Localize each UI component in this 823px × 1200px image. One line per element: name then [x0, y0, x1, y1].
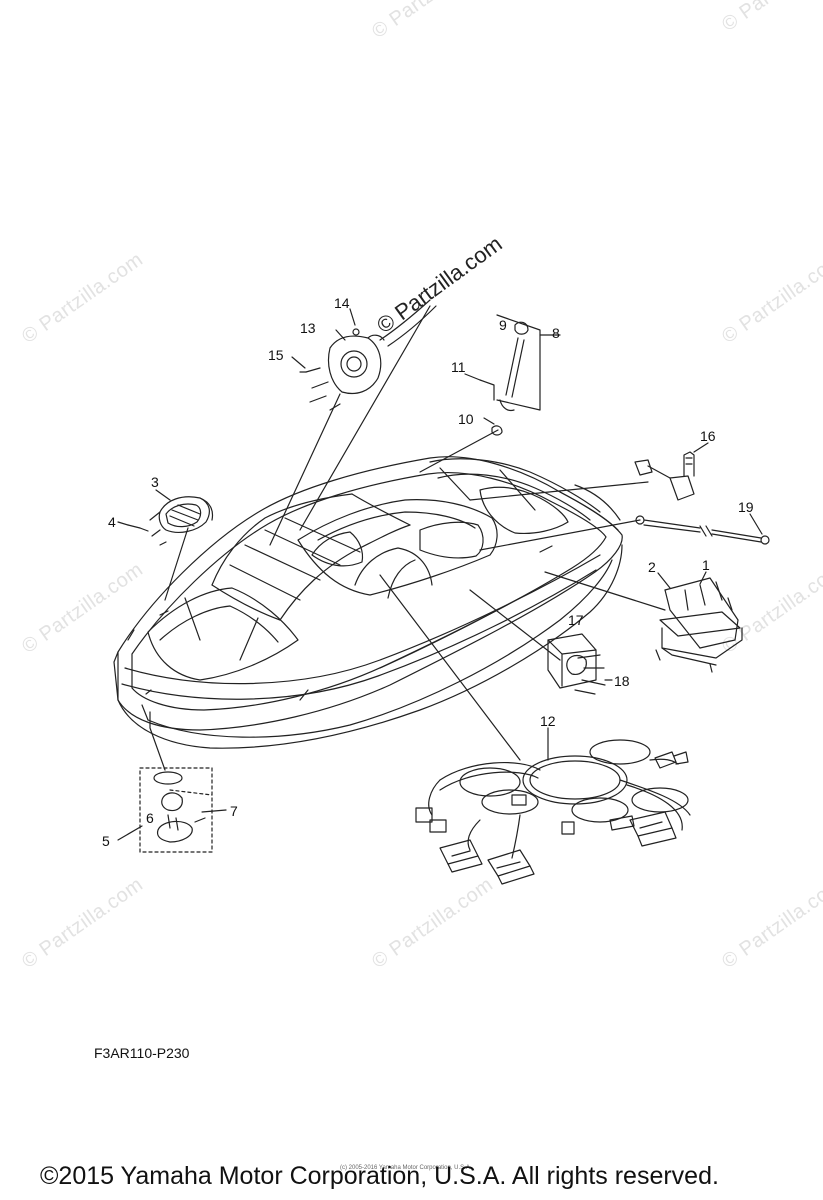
small-print: (c) 2005-2016 Yamaha Motor Corporation, … [340, 1165, 472, 1171]
callout-14: 14 [334, 295, 350, 311]
callout-12: 12 [540, 713, 556, 729]
boat-hull-drawing [113, 456, 623, 749]
part-16-sensor [634, 451, 695, 501]
callout-4: 4 [108, 514, 116, 530]
copyright-footer: ©2015 Yamaha Motor Corporation, U.S.A. A… [40, 1162, 719, 1190]
part-5-drain-plug [139, 767, 213, 853]
callout-10: 10 [458, 411, 474, 427]
part-1-bracket [655, 577, 743, 673]
part-13-mount-plate [299, 299, 437, 411]
callout-11: 11 [451, 359, 466, 375]
leader-lines [117, 305, 763, 841]
callout-7: 7 [230, 803, 238, 819]
callout-9: 9 [499, 317, 507, 333]
callout-2: 2 [648, 559, 656, 575]
callout-19: 19 [738, 499, 754, 515]
callout-16: 16 [700, 428, 716, 444]
part-17-actuator [547, 633, 606, 695]
callout-6: 6 [146, 810, 154, 826]
part-3-speaker [127, 496, 214, 546]
callout-17: 17 [568, 612, 584, 628]
callout-1: 1 [702, 557, 710, 573]
callout-15: 15 [268, 347, 284, 363]
callout-18: 18 [614, 673, 630, 689]
callout-8: 8 [552, 325, 560, 341]
part-8-hose-assembly [479, 314, 561, 436]
callout-labels: 1 2 3 4 5 6 7 8 9 10 11 12 13 14 15 16 1… [102, 295, 754, 849]
callout-3: 3 [151, 474, 159, 490]
part-12-wire-harness [415, 739, 691, 885]
part-code: F3AR110-P230 [94, 1045, 190, 1061]
callout-5: 5 [102, 833, 110, 849]
callout-13: 13 [300, 320, 316, 336]
part-19-rod [635, 515, 770, 545]
